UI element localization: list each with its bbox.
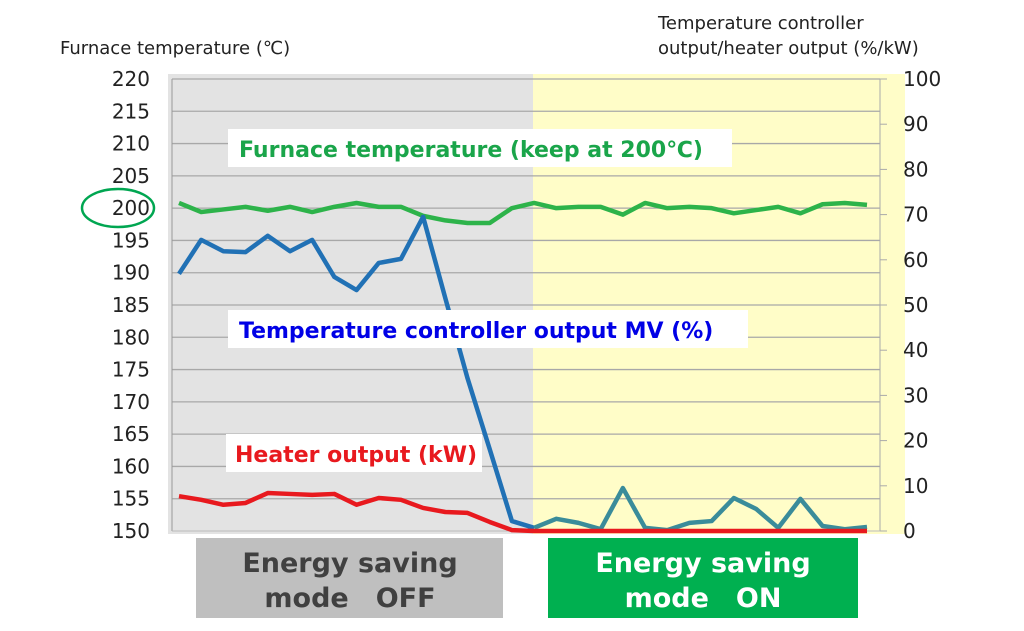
left-tick-label: 150 — [112, 519, 150, 543]
left-tick-label: 215 — [112, 99, 150, 123]
left-tick-label: 175 — [112, 358, 150, 382]
left-tick-label: 160 — [112, 454, 150, 478]
mode-on-box — [548, 538, 858, 618]
left-tick-label: 185 — [112, 293, 150, 317]
right-tick-label: 10 — [903, 474, 928, 498]
mv-annotation: Temperature controller output MV (%) — [239, 319, 713, 344]
right-axis-title-line1: Temperature controller — [657, 13, 864, 34]
right-tick-label: 70 — [903, 203, 928, 227]
left-axis-title: Furnace temperature (℃) — [60, 38, 290, 59]
left-tick-label: 205 — [112, 164, 150, 188]
left-tick-label: 220 — [112, 67, 150, 91]
left-tick-label: 170 — [112, 390, 150, 414]
heater-annotation: Heater output (kW) — [235, 443, 477, 468]
heater-annotation-bg — [226, 434, 482, 472]
mv-line-on — [533, 485, 868, 533]
right-tick-label: 40 — [903, 338, 928, 362]
highlight-200-circle — [80, 187, 156, 229]
furnace-temperature-line — [178, 200, 868, 226]
mode-on-line1: Energy saving — [595, 548, 810, 579]
mode-off-box — [196, 538, 503, 618]
temp-annotation-bg — [228, 129, 732, 167]
mode-off-line2: mode OFF — [264, 583, 435, 614]
left-tick-label: 190 — [112, 261, 150, 285]
left-tick-label: 210 — [112, 132, 150, 156]
right-tick-label: 0 — [903, 519, 916, 543]
right-axis-title-line2: output/heater output (%/kW) — [658, 38, 919, 59]
left-tick-label: 165 — [112, 422, 150, 446]
right-tick-label: 30 — [903, 383, 928, 407]
left-tick-label: 200 — [112, 196, 150, 220]
mode-on-line2: mode ON — [625, 583, 782, 614]
left-tick-label: 155 — [112, 487, 150, 511]
right-tick-label: 100 — [903, 67, 941, 91]
right-tick-label: 20 — [903, 429, 928, 453]
temp-annotation: Furnace temperature (keep at 200℃) — [239, 138, 703, 163]
left-tick-label: 195 — [112, 228, 150, 252]
right-tick-label: 50 — [903, 293, 928, 317]
right-tick-label: 60 — [903, 248, 928, 272]
mv-annotation-bg — [228, 310, 748, 348]
right-tick-label: 80 — [903, 157, 928, 181]
right-tick-label: 90 — [903, 112, 928, 136]
left-tick-label: 180 — [112, 325, 150, 349]
mode-off-line1: Energy saving — [242, 548, 457, 579]
heater-output-line — [178, 490, 867, 534]
